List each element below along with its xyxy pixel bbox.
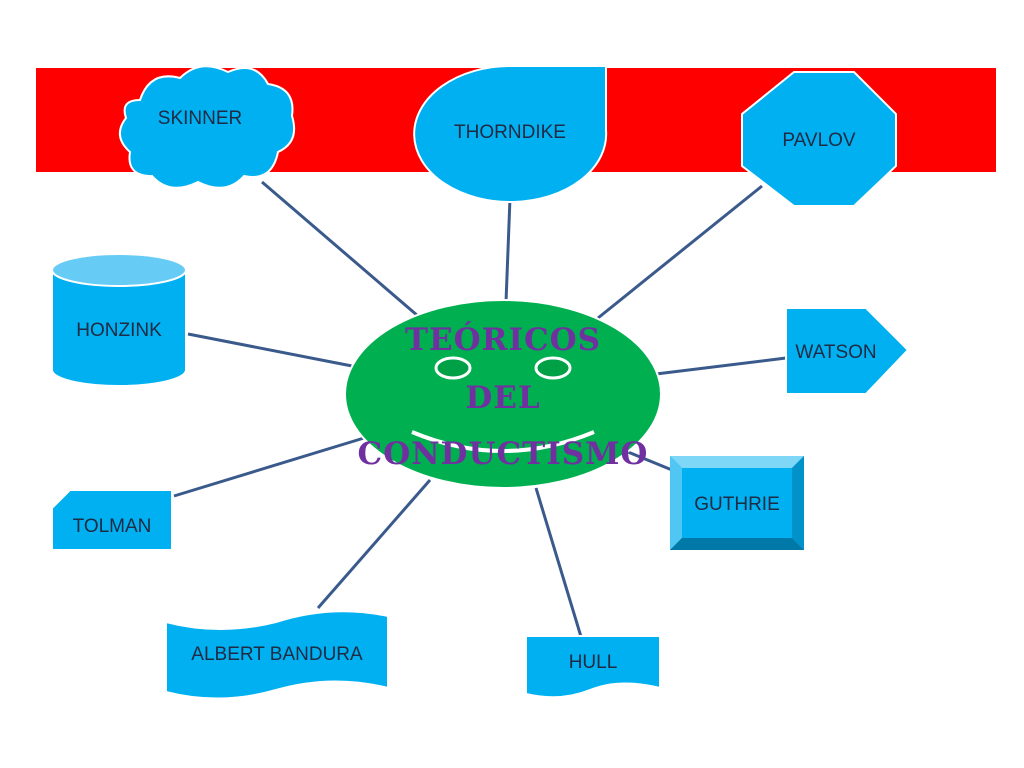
node-label-hull: HULL bbox=[569, 652, 618, 673]
bevel-top bbox=[670, 456, 804, 468]
arrow-pentagon-shape bbox=[785, 307, 910, 395]
node-label-honzink: HONZINK bbox=[76, 320, 162, 341]
connector-pavlov bbox=[597, 184, 763, 320]
node-bandura: ALBERT BANDURA bbox=[165, 610, 389, 700]
node-label-pavlov: PAVLOV bbox=[782, 130, 856, 151]
bevel-left bbox=[670, 456, 682, 550]
bevel-bottom bbox=[670, 538, 804, 550]
center-title-line-1: TEÓRICOS bbox=[405, 320, 601, 358]
bevel-right bbox=[792, 456, 804, 550]
node-hull: HULL bbox=[525, 635, 661, 699]
cylinder-top bbox=[51, 253, 187, 287]
node-guthrie: GUTHRIE bbox=[670, 456, 804, 550]
snip-rect-shape bbox=[51, 489, 173, 551]
center-title-line-3: CONDUCTISMO bbox=[358, 436, 649, 472]
connector-skinner bbox=[261, 180, 419, 318]
node-label-guthrie: GUTHRIE bbox=[694, 494, 780, 515]
wave-shape bbox=[165, 610, 389, 700]
node-label-skinner: SKINNER bbox=[158, 108, 242, 129]
left-eye bbox=[434, 356, 472, 380]
node-label-bandura: ALBERT BANDURA bbox=[191, 644, 363, 665]
connector-bandura bbox=[316, 479, 432, 609]
cloud-shape bbox=[119, 65, 296, 189]
node-label-tolman: TOLMAN bbox=[73, 516, 152, 537]
cylinder-body bbox=[51, 269, 187, 387]
node-pavlov: PAVLOV bbox=[741, 71, 897, 207]
center-node: TEÓRICOS DEL CONDUCTISMO bbox=[344, 299, 662, 489]
node-label-watson: WATSON bbox=[795, 342, 876, 363]
node-thorndike: THORNDIKE bbox=[413, 65, 608, 203]
smile bbox=[411, 430, 595, 453]
center-ellipse bbox=[344, 299, 662, 489]
node-tolman: TOLMAN bbox=[51, 489, 173, 551]
connectors bbox=[173, 180, 787, 641]
connector-guthrie bbox=[627, 450, 673, 472]
center-title-line-2: DEL bbox=[465, 380, 540, 416]
node-label-thorndike: THORNDIKE bbox=[454, 122, 566, 143]
connector-tolman bbox=[173, 436, 365, 498]
connector-honzink bbox=[187, 332, 353, 368]
bevel-face bbox=[682, 468, 792, 538]
document-shape bbox=[525, 635, 661, 699]
right-eye bbox=[534, 356, 572, 380]
node-honzink: HONZINK bbox=[51, 253, 187, 387]
connector-hull bbox=[534, 487, 584, 641]
node-skinner: SKINNER bbox=[119, 65, 296, 189]
teardrop-shape bbox=[413, 65, 608, 203]
connector-thorndike bbox=[504, 197, 512, 303]
octagon-shape bbox=[741, 71, 897, 207]
connector-watson bbox=[655, 356, 787, 376]
node-watson: WATSON bbox=[785, 307, 910, 395]
